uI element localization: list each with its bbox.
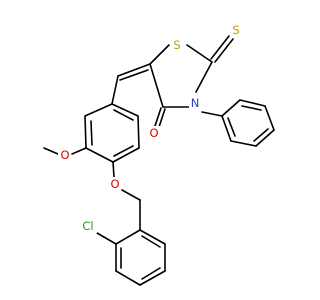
atom-label: O: [110, 177, 119, 191]
bond: [214, 38, 234, 63]
bond: [158, 108, 166, 128]
bond: [253, 128, 269, 142]
bond: [221, 115, 232, 142]
molecule-structure: S S N O O O Cl: [43, 23, 275, 286]
bond: [255, 129, 275, 147]
bond: [90, 120, 93, 146]
bond: [113, 109, 134, 121]
atom-label: N: [191, 96, 200, 110]
bond: [96, 232, 117, 245]
bond: [112, 161, 115, 178]
bond: [210, 35, 230, 60]
atom-O-methoxy: O: [58, 148, 71, 162]
bond: [264, 105, 275, 131]
bond: [115, 229, 141, 245]
bond: [201, 111, 223, 117]
bond: [71, 147, 87, 155]
bond: [119, 69, 149, 81]
bond: [111, 103, 139, 117]
bond: [154, 107, 162, 127]
bond: [84, 115, 87, 149]
bond: [221, 99, 241, 117]
bond: [139, 270, 166, 286]
bond: [43, 147, 59, 155]
bond: [137, 115, 140, 149]
bond: [241, 105, 262, 111]
atom-label: S: [232, 23, 239, 37]
bond: [139, 229, 166, 245]
bond: [121, 189, 141, 201]
bond: [141, 267, 161, 280]
atom-S-thione: S: [230, 23, 242, 37]
atom-Cl: Cl: [79, 219, 97, 233]
bond: [141, 235, 161, 248]
bond: [149, 63, 164, 108]
atom-S-ring: S: [171, 38, 183, 52]
bond: [84, 103, 113, 117]
atom-label: O: [60, 148, 69, 162]
bond: [85, 147, 114, 163]
atom-labels: S S N O O O Cl: [58, 23, 242, 233]
bond: [113, 145, 134, 157]
bond: [112, 147, 140, 163]
atom-label: Cl: [82, 219, 93, 233]
bond: [115, 270, 141, 286]
atom-O-carbonyl: O: [148, 126, 161, 140]
bond: [111, 75, 119, 105]
bond: [186, 44, 213, 63]
atom-label: S: [173, 38, 180, 52]
atom-label: O: [149, 126, 158, 140]
atom-N-ring: N: [189, 96, 202, 110]
bond: [230, 140, 257, 147]
bond: [149, 44, 170, 65]
bond-lines: [43, 35, 275, 286]
bond: [239, 99, 266, 107]
atom-O-ether: O: [108, 177, 121, 191]
bond: [195, 61, 213, 93]
bond: [227, 117, 236, 137]
bond: [117, 63, 151, 77]
